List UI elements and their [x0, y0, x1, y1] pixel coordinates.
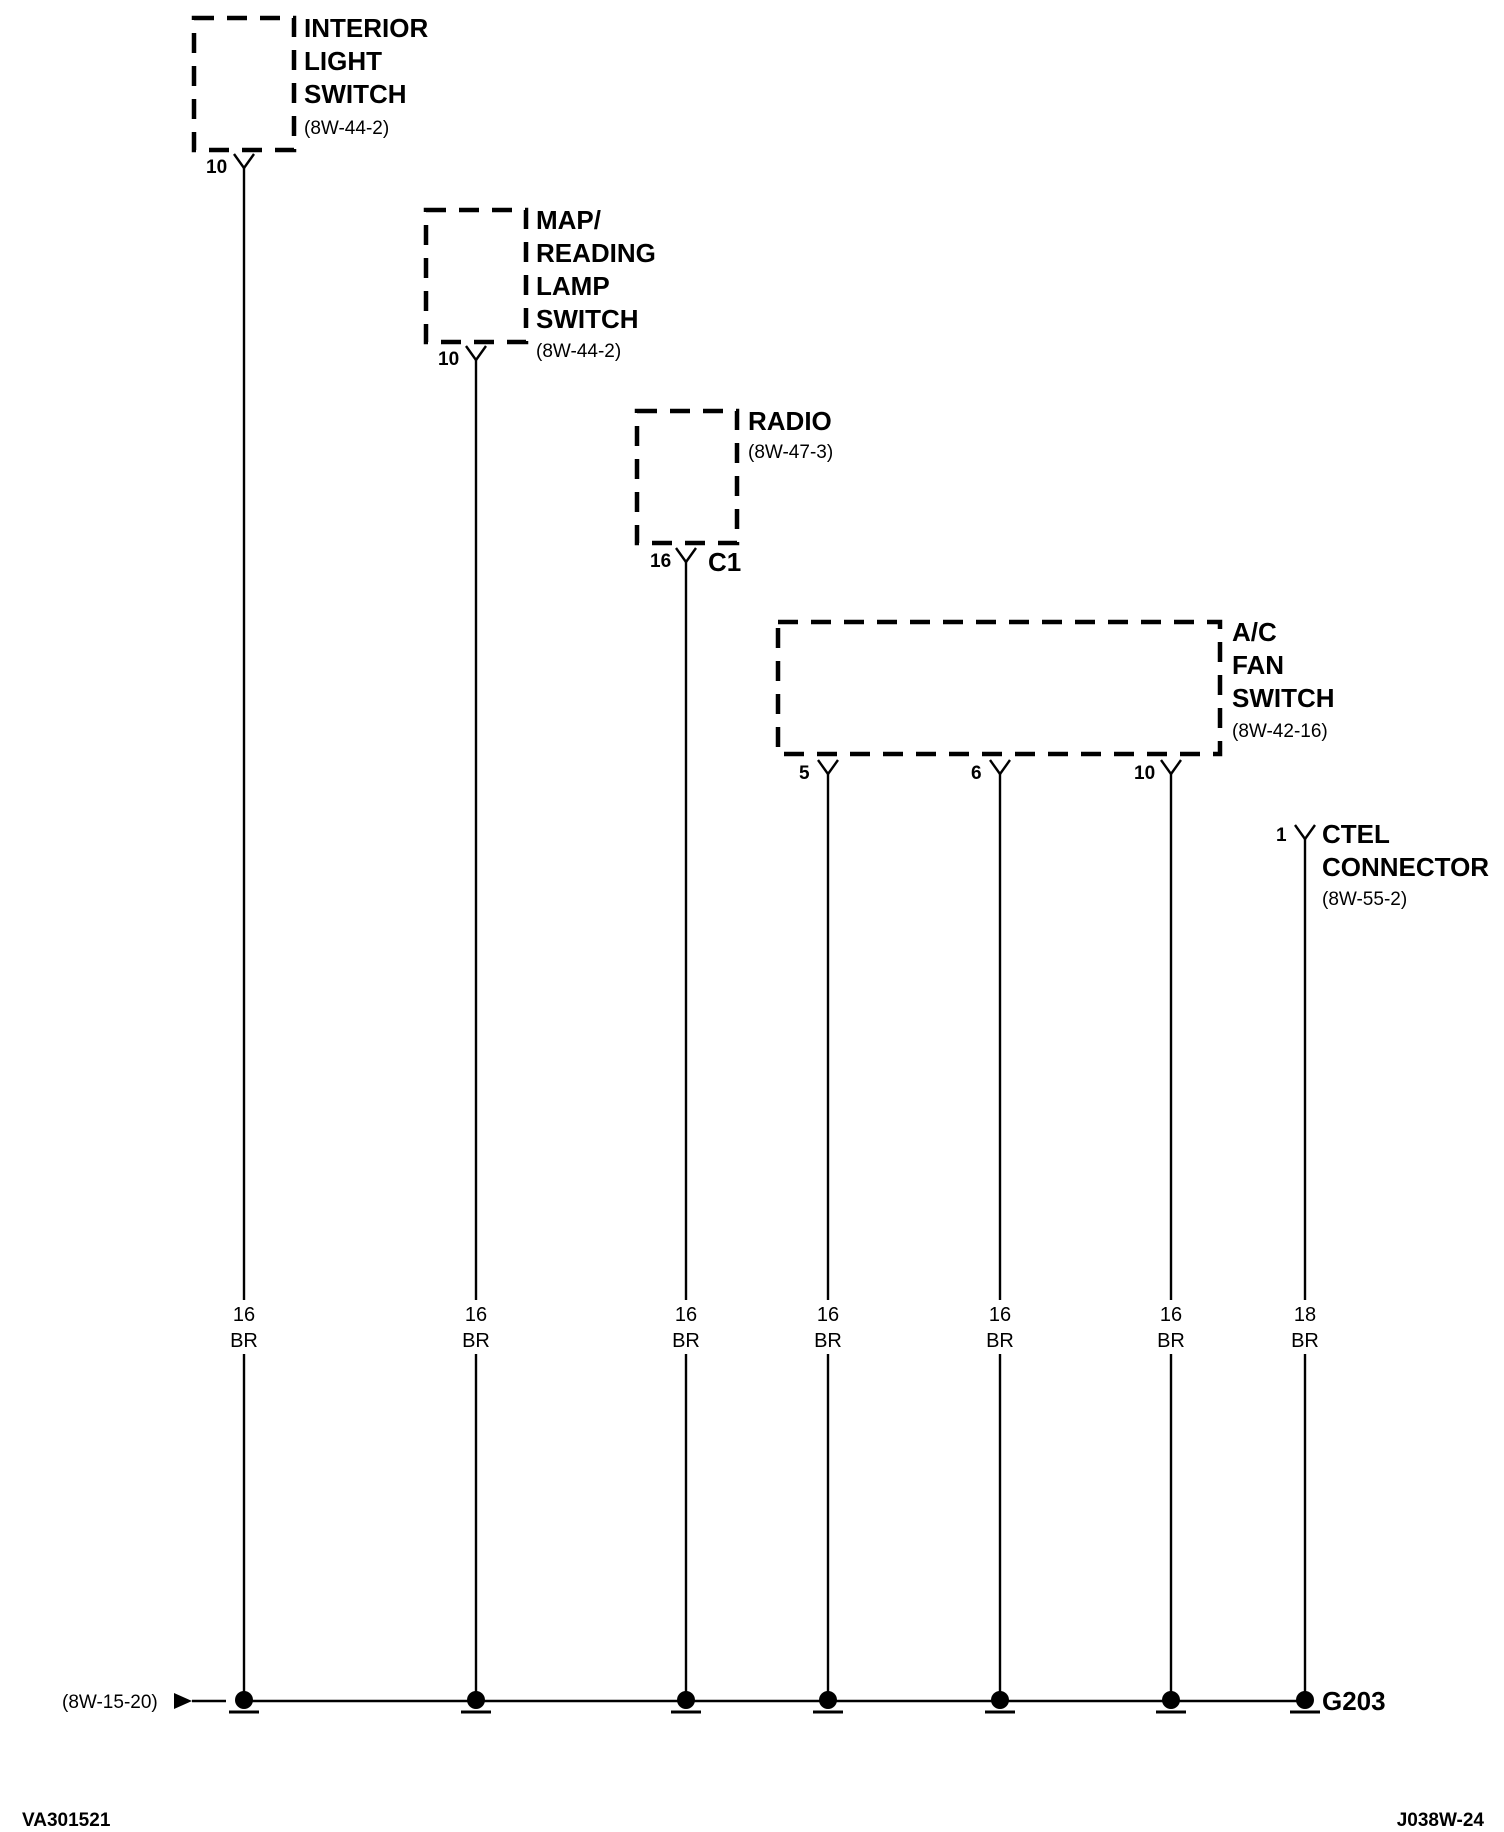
footer-left-code: VA301521: [22, 1810, 111, 1831]
splice-4: [813, 1691, 843, 1714]
radio-connector: C1: [708, 547, 741, 577]
splice-3: [671, 1691, 701, 1714]
splice-7: [1290, 1691, 1320, 1714]
splice-1: [229, 1691, 259, 1714]
map-reading-lamp-switch-name-line-2: READING: [536, 238, 656, 268]
interior-light-switch-box: [191, 15, 297, 153]
interior-light-switch-pin-icon: [233, 153, 255, 171]
wire-2-color: BR: [462, 1330, 490, 1352]
ac-fan-switch-box: [775, 619, 1223, 757]
radio-box: [634, 408, 740, 546]
wires: [242, 168, 1307, 1692]
splice-5: [985, 1691, 1015, 1714]
map-reading-lamp-switch-name-line-1: MAP/: [536, 205, 601, 235]
wire-4-color: BR: [814, 1330, 842, 1352]
splice-6: [1156, 1691, 1186, 1714]
map-reading-lamp-switch-name-line-4: SWITCH: [536, 304, 639, 334]
wire-6-color: BR: [1157, 1330, 1185, 1352]
ctel-connector-name-line-2: CONNECTOR: [1322, 852, 1489, 882]
ac-fan-switch: A/C FAN SWITCH (8W-42-16) 5 6 10: [775, 617, 1335, 784]
interior-light-switch-name-line-3: SWITCH: [304, 79, 407, 109]
ac-fan-switch-ref: (8W-42-16): [1232, 721, 1328, 742]
wire-5-color: BR: [986, 1330, 1014, 1352]
wire-labels: 16 BR 16 BR 16 BR 16 BR 16 BR 16 BR 18 B…: [230, 1300, 1319, 1354]
map-reading-lamp-switch: MAP/ READING LAMP SWITCH (8W-44-2) 10: [423, 205, 656, 370]
ac-fan-switch-name-line-3: SWITCH: [1232, 683, 1335, 713]
wire-6-gauge: 16: [1160, 1304, 1182, 1326]
ctel-connector: 1 CTEL CONNECTOR (8W-55-2): [1276, 819, 1489, 910]
interior-light-switch-ref: (8W-44-2): [304, 118, 389, 139]
radio-ref: (8W-47-3): [748, 442, 833, 463]
map-reading-lamp-switch-ref: (8W-44-2): [536, 341, 621, 362]
ground-bus: (8W-15-20): [62, 1686, 1386, 1716]
ac-fan-switch-pin-5-icon: [817, 759, 839, 777]
wire-3-gauge: 16: [675, 1304, 697, 1326]
wire-7-color: BR: [1291, 1330, 1319, 1352]
ac-fan-switch-pin-5: 5: [799, 763, 810, 784]
ac-fan-switch-name-line-1: A/C: [1232, 617, 1277, 647]
wire-2-gauge: 16: [465, 1304, 487, 1326]
ground-name: G203: [1322, 1686, 1386, 1716]
ground-continuation-ref: (8W-15-20): [62, 1692, 158, 1713]
wire-1-color: BR: [230, 1330, 258, 1352]
ac-fan-switch-pin-6-icon: [989, 759, 1011, 777]
map-reading-lamp-switch-pin-icon: [465, 345, 487, 363]
ctel-connector-pin-icon: [1294, 824, 1316, 842]
ac-fan-switch-name-line-2: FAN: [1232, 650, 1284, 680]
interior-light-switch: INTERIOR LIGHT SWITCH (8W-44-2) 10: [191, 13, 428, 178]
radio: RADIO (8W-47-3) 16 C1: [634, 406, 833, 577]
map-reading-lamp-switch-box: [423, 207, 529, 345]
ctel-connector-pin: 1: [1276, 825, 1287, 846]
interior-light-switch-pin: 10: [206, 157, 227, 178]
map-reading-lamp-switch-pin: 10: [438, 349, 459, 370]
radio-name: RADIO: [748, 406, 832, 436]
ctel-connector-name-line-1: CTEL: [1322, 819, 1390, 849]
ac-fan-switch-pin-10: 10: [1134, 763, 1155, 784]
ac-fan-switch-pin-6: 6: [971, 763, 982, 784]
wire-5-gauge: 16: [989, 1304, 1011, 1326]
continuation-arrow-icon: [174, 1693, 192, 1709]
ac-fan-switch-pin-10-icon: [1160, 759, 1182, 777]
interior-light-switch-name-line-2: LIGHT: [304, 46, 382, 76]
splice-2: [461, 1691, 491, 1714]
interior-light-switch-name-line-1: INTERIOR: [304, 13, 428, 43]
radio-pin: 16: [650, 551, 671, 572]
ctel-connector-ref: (8W-55-2): [1322, 889, 1407, 910]
wire-1-gauge: 16: [233, 1304, 255, 1326]
wire-3-color: BR: [672, 1330, 700, 1352]
wire-7-gauge: 18: [1294, 1304, 1316, 1326]
map-reading-lamp-switch-name-line-3: LAMP: [536, 271, 610, 301]
wire-4-gauge: 16: [817, 1304, 839, 1326]
footer-right-code: J038W-24: [1397, 1810, 1485, 1831]
radio-pin-icon: [675, 547, 697, 565]
